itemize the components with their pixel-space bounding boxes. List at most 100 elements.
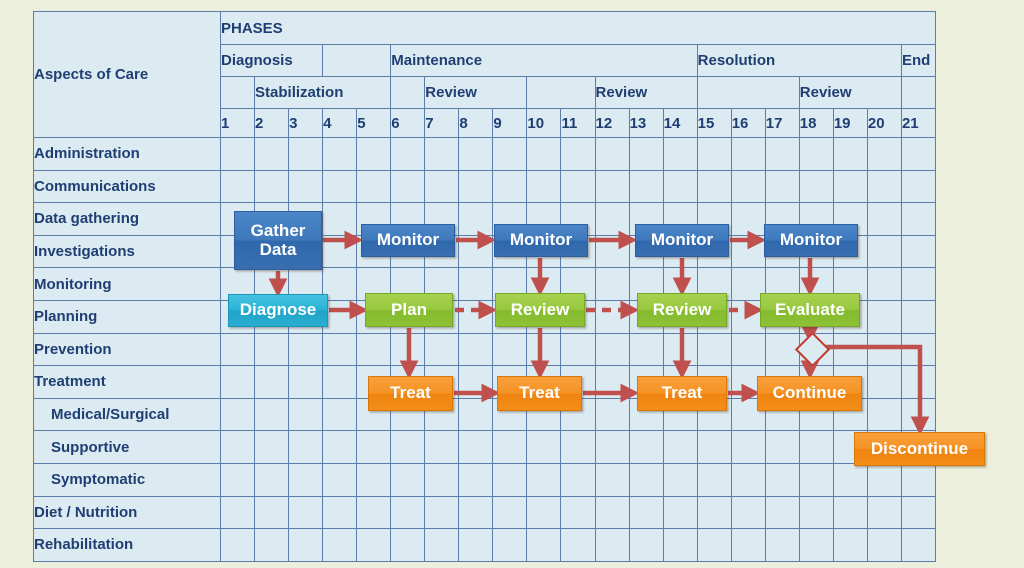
grid-cell[interactable] — [390, 430, 426, 464]
grid-cell[interactable] — [628, 137, 664, 171]
grid-cell[interactable] — [254, 430, 290, 464]
grid-cell[interactable] — [764, 495, 800, 530]
grid-cell[interactable] — [492, 462, 528, 497]
grid-cell[interactable] — [764, 169, 800, 204]
grid-cell[interactable] — [900, 137, 937, 171]
grid-cell[interactable] — [832, 528, 868, 562]
grid-cell[interactable] — [900, 332, 937, 367]
grid-cell[interactable] — [458, 397, 494, 432]
grid-cell[interactable] — [219, 430, 256, 464]
grid-cell[interactable] — [492, 528, 528, 562]
grid-cell[interactable] — [526, 528, 562, 562]
grid-cell[interactable] — [254, 528, 290, 562]
grid-cell[interactable] — [696, 137, 732, 171]
grid-cell[interactable] — [594, 397, 630, 432]
grid-cell[interactable] — [662, 430, 698, 464]
grid-cell[interactable] — [458, 495, 494, 530]
grid-cell[interactable] — [322, 495, 358, 530]
grid-cell[interactable] — [594, 234, 630, 269]
grid-cell[interactable] — [662, 462, 698, 497]
grid-cell[interactable] — [492, 137, 528, 171]
grid-cell[interactable] — [356, 528, 392, 562]
grid-cell[interactable] — [798, 430, 834, 464]
grid-cell[interactable] — [696, 332, 732, 367]
grid-cell[interactable] — [492, 169, 528, 204]
grid-cell[interactable] — [560, 462, 596, 497]
grid-cell[interactable] — [288, 137, 324, 171]
flow-node-gather-data[interactable]: Gather Data — [234, 211, 322, 270]
grid-cell[interactable] — [356, 495, 392, 530]
grid-cell[interactable] — [322, 397, 358, 432]
grid-cell[interactable] — [458, 332, 494, 367]
grid-cell[interactable] — [424, 332, 460, 367]
grid-cell[interactable] — [322, 202, 358, 236]
grid-cell[interactable] — [322, 462, 358, 497]
grid-cell[interactable] — [254, 332, 290, 367]
grid-cell[interactable] — [458, 137, 494, 171]
grid-cell[interactable] — [628, 430, 664, 464]
grid-cell[interactable] — [594, 267, 630, 301]
flow-node-diagnose[interactable]: Diagnose — [228, 294, 328, 327]
grid-cell[interactable] — [492, 430, 528, 464]
grid-cell[interactable] — [832, 462, 868, 497]
grid-cell[interactable] — [322, 528, 358, 562]
grid-cell[interactable] — [219, 332, 256, 367]
grid-cell[interactable] — [900, 267, 937, 301]
grid-cell[interactable] — [322, 137, 358, 171]
grid-cell[interactable] — [219, 495, 256, 530]
grid-cell[interactable] — [288, 397, 324, 432]
grid-cell[interactable] — [764, 430, 800, 464]
grid-cell[interactable] — [356, 137, 392, 171]
grid-cell[interactable] — [764, 137, 800, 171]
grid-cell[interactable] — [866, 202, 902, 236]
grid-cell[interactable] — [492, 332, 528, 367]
grid-cell[interactable] — [356, 169, 392, 204]
grid-cell[interactable] — [628, 462, 664, 497]
grid-cell[interactable] — [730, 267, 766, 301]
grid-cell[interactable] — [424, 528, 460, 562]
grid-cell[interactable] — [288, 528, 324, 562]
grid-cell[interactable] — [356, 462, 392, 497]
grid-cell[interactable] — [322, 332, 358, 367]
grid-cell[interactable] — [254, 169, 290, 204]
grid-cell[interactable] — [288, 495, 324, 530]
grid-cell[interactable] — [594, 365, 630, 399]
grid-cell[interactable] — [628, 169, 664, 204]
flow-node-monitor-4[interactable]: Monitor — [764, 224, 858, 257]
grid-cell[interactable] — [254, 137, 290, 171]
grid-cell[interactable] — [730, 495, 766, 530]
grid-cell[interactable] — [900, 299, 937, 334]
grid-cell[interactable] — [730, 202, 766, 236]
flow-node-treat-2[interactable]: Treat — [497, 376, 582, 411]
grid-cell[interactable] — [798, 528, 834, 562]
grid-cell[interactable] — [696, 169, 732, 204]
grid-cell[interactable] — [900, 169, 937, 204]
grid-cell[interactable] — [254, 462, 290, 497]
grid-cell[interactable] — [866, 137, 902, 171]
grid-cell[interactable] — [764, 332, 800, 367]
grid-cell[interactable] — [526, 430, 562, 464]
grid-cell[interactable] — [560, 430, 596, 464]
grid-cell[interactable] — [594, 137, 630, 171]
grid-cell[interactable] — [764, 462, 800, 497]
grid-cell[interactable] — [458, 299, 494, 334]
grid-cell[interactable] — [458, 267, 494, 301]
grid-cell[interactable] — [696, 495, 732, 530]
grid-cell[interactable] — [730, 528, 766, 562]
grid-cell[interactable] — [662, 495, 698, 530]
grid-cell[interactable] — [390, 137, 426, 171]
grid-cell[interactable] — [866, 528, 902, 562]
grid-cell[interactable] — [356, 332, 392, 367]
grid-cell[interactable] — [424, 430, 460, 464]
flow-node-monitor-2[interactable]: Monitor — [494, 224, 588, 257]
grid-cell[interactable] — [458, 430, 494, 464]
grid-cell[interactable] — [458, 365, 494, 399]
grid-cell[interactable] — [322, 267, 358, 301]
grid-cell[interactable] — [866, 267, 902, 301]
grid-cell[interactable] — [798, 137, 834, 171]
grid-cell[interactable] — [866, 397, 902, 432]
grid-cell[interactable] — [288, 462, 324, 497]
grid-cell[interactable] — [900, 202, 937, 236]
grid-cell[interactable] — [254, 397, 290, 432]
grid-cell[interactable] — [458, 528, 494, 562]
